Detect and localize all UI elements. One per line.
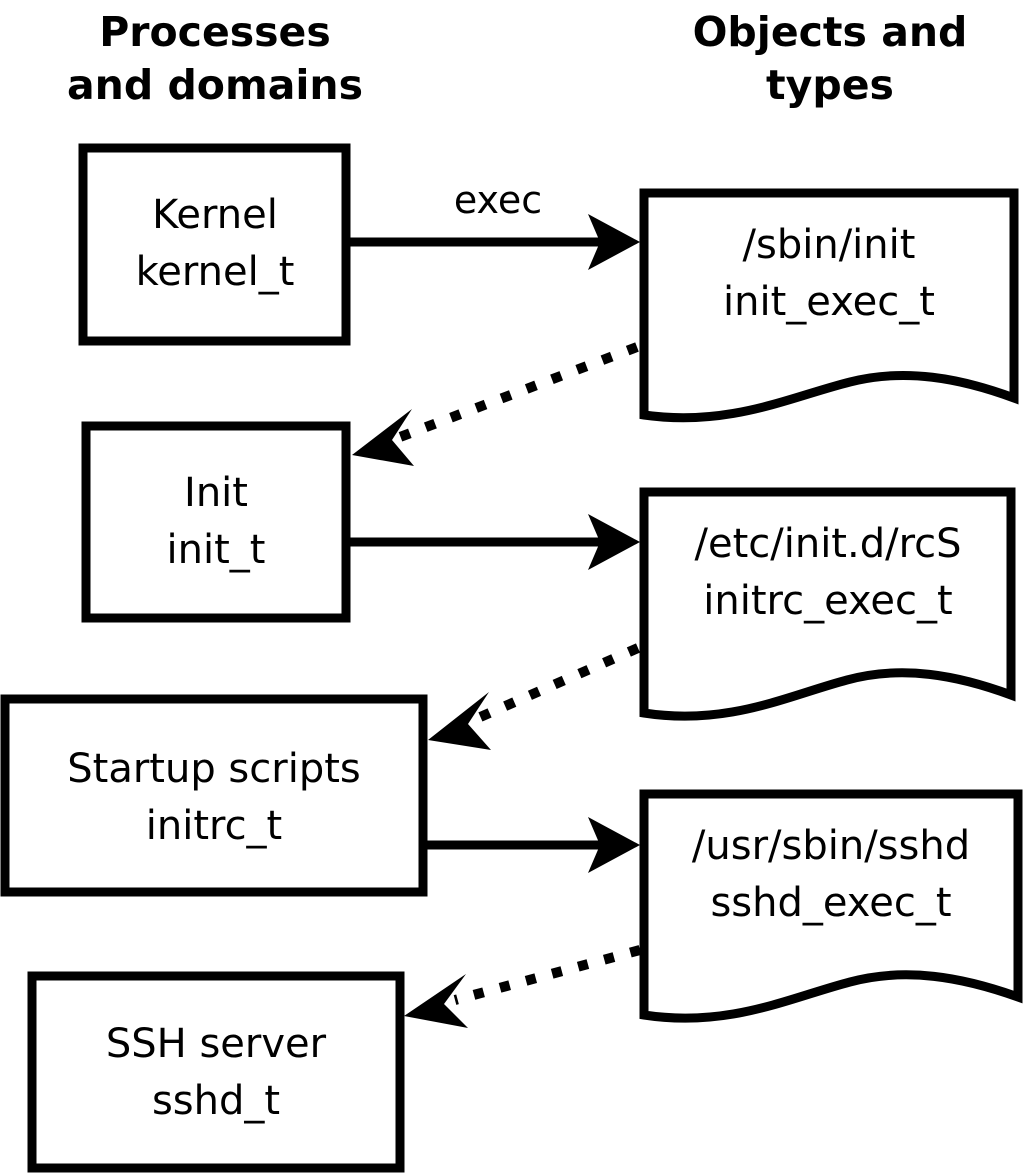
process-node-sshd-line1: SSH server	[106, 1021, 327, 1067]
edge-kernel-exec-init-exec: exec	[350, 178, 640, 270]
edge-init-exec-transition-line	[398, 342, 639, 442]
object-node-initrc-exec-line2: initrc_exec_t	[703, 578, 952, 624]
object-node-init-exec-line2: init_exec_t	[723, 279, 935, 325]
process-node-init-line1: Init	[184, 470, 248, 516]
process-node-initrc-box[interactable]	[0, 694, 428, 897]
process-node-initrc-line2: initrc_t	[146, 803, 283, 849]
edge-init-exec-transition-arrowhead	[352, 409, 414, 466]
process-node-init[interactable]: Init init_t	[81, 421, 351, 623]
process-node-init-box[interactable]	[81, 421, 351, 623]
process-node-init-line2: init_t	[167, 527, 266, 573]
process-node-sshd-box[interactable]	[27, 971, 405, 1173]
column-title-objects-line2: types	[766, 61, 894, 109]
edge-init-exec-initrc-exec	[350, 514, 640, 570]
edge-kernel-exec-arrowhead	[588, 214, 640, 270]
edge-initrc-exec-sshd-arrowhead	[588, 817, 640, 873]
column-title-objects: Objects and types	[693, 8, 968, 109]
process-node-kernel[interactable]: Kernel kernel_t	[78, 143, 351, 346]
process-node-initrc-line1: Startup scripts	[67, 746, 360, 792]
object-node-init-exec[interactable]: /sbin/init init_exec_t	[639, 188, 1019, 423]
object-node-initrc-exec-doc[interactable]	[639, 487, 1016, 721]
column-title-objects-line1: Objects and	[693, 8, 968, 56]
column-title-processes-line1: Processes	[99, 8, 331, 56]
process-node-kernel-line2: kernel_t	[136, 249, 295, 295]
edge-sshd-exec-transition-arrowhead	[404, 974, 468, 1028]
object-node-init-exec-line1: /sbin/init	[743, 222, 916, 268]
object-node-initrc-exec-line1: /etc/init.d/rcS	[694, 521, 961, 567]
process-node-kernel-box[interactable]	[78, 143, 351, 346]
edge-kernel-exec-label: exec	[454, 178, 542, 222]
edge-initrc-exec-sshd-exec	[427, 817, 640, 873]
edge-initrc-exec-transition-arrowhead	[428, 692, 491, 750]
object-node-sshd-exec-line1: /usr/sbin/sshd	[692, 823, 970, 869]
object-node-init-exec-doc[interactable]	[639, 188, 1019, 423]
process-node-initrc[interactable]: Startup scripts initrc_t	[0, 694, 428, 897]
object-node-sshd-exec-doc[interactable]	[639, 789, 1023, 1023]
process-node-sshd[interactable]: SSH server sshd_t	[27, 971, 405, 1173]
process-node-sshd-line2: sshd_t	[152, 1078, 280, 1124]
edge-init-exec-initrc-arrowhead	[588, 514, 640, 570]
edge-sshd-exec-transition-sshd	[404, 945, 642, 1028]
edge-init-exec-transition-init	[352, 342, 639, 466]
object-node-initrc-exec[interactable]: /etc/init.d/rcS initrc_exec_t	[639, 487, 1016, 721]
column-title-processes: Processes and domains	[67, 8, 363, 109]
edge-sshd-exec-transition-line	[453, 945, 642, 1005]
edge-initrc-exec-transition-line	[475, 643, 641, 723]
object-node-sshd-exec-line2: sshd_exec_t	[710, 880, 951, 926]
object-node-sshd-exec[interactable]: /usr/sbin/sshd sshd_exec_t	[639, 789, 1023, 1023]
edge-initrc-exec-transition-initrc	[428, 643, 641, 750]
column-title-processes-line2: and domains	[67, 61, 363, 109]
process-node-kernel-line1: Kernel	[152, 192, 278, 238]
